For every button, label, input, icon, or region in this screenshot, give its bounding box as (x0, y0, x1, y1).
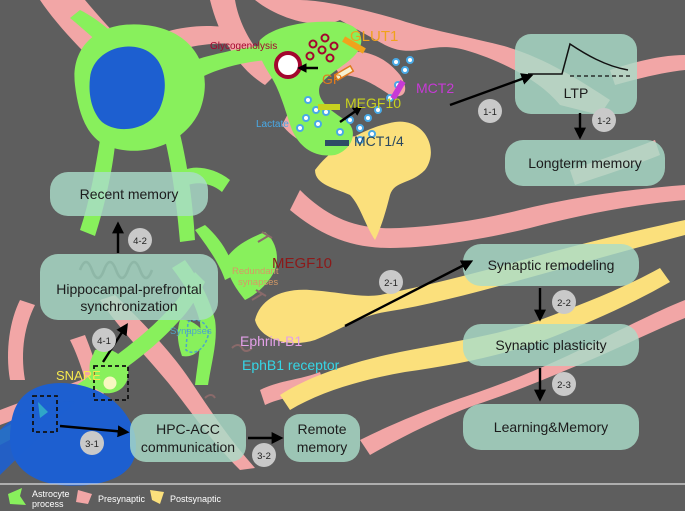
arrow-synapse-to-remodeling (344, 260, 474, 328)
box-longterm-memory: Longterm memory (505, 140, 665, 186)
arrow-presyn-to-hpc-acc (59, 424, 130, 438)
megf10-top-label: MEGF10 (345, 95, 401, 111)
recent-memory-label: Recent memory (80, 186, 179, 202)
step-2-2: 2-2 (552, 290, 576, 314)
remote-memory-label-1: Remote (297, 421, 346, 437)
box-synaptic-plasticity: Synaptic plasticity (463, 324, 639, 366)
snare-vesicle (100, 373, 120, 393)
ephb1-receptor-label: EphB1 receptor (242, 357, 340, 373)
legend-presynaptic-swatch (76, 490, 92, 504)
gp-label: GP (322, 71, 342, 87)
box-hpc-sync: Hippocampal-prefrontal synchronization (40, 254, 218, 320)
ltp-label: LTP (564, 85, 589, 101)
svg-text:2-1: 2-1 (384, 278, 398, 289)
legend-astrocyte-swatch (8, 488, 26, 505)
glut1-label: GLUT1 (350, 28, 398, 45)
step-3-1: 3-1 (80, 431, 104, 455)
step-2-3: 2-3 (552, 372, 576, 396)
redundant-synapses-label-1: Redundant (232, 266, 279, 277)
ltp-trace-icon (528, 42, 629, 75)
step-markers: 1-1 1-2 2-1 2-2 2-3 3-1 3-2 4-1 4-2 (80, 99, 616, 467)
box-recent-memory: Recent memory (50, 172, 208, 216)
transporters (318, 36, 406, 146)
presynaptic-dashed-box (32, 395, 58, 433)
synapses-label: Synapses (170, 326, 212, 337)
step-2-1: 2-1 (379, 270, 403, 294)
receptor-markers (204, 231, 273, 399)
lactate-label: Lactate (256, 119, 289, 130)
svg-text:3-2: 3-2 (257, 451, 271, 462)
step-1-1: 1-1 (478, 99, 502, 123)
synaptic-remodeling-label: Synaptic remodeling (488, 257, 615, 273)
astrocyte-nucleus (89, 46, 165, 130)
legend-astrocyte-label-2: process (32, 499, 64, 509)
lactate-export-arrow (339, 106, 363, 123)
hpc-sync-label-1: Hippocampal-prefrontal (56, 281, 202, 297)
megf10-transporter (318, 104, 340, 110)
gp-enzyme (333, 64, 355, 82)
legend-postsynaptic-swatch (150, 490, 164, 504)
box-synaptic-remodeling: Synaptic remodeling (463, 244, 639, 286)
hpc-sync-label-2: synchronization (80, 298, 177, 314)
glucose-circles (305, 33, 339, 63)
step-1-2: 1-2 (592, 108, 616, 132)
step-3-2: 3-2 (252, 443, 276, 467)
step-4-1: 4-1 (92, 328, 116, 352)
step-4-2: 4-2 (128, 228, 152, 252)
glycogenolysis-label: Glycogenolysis (210, 41, 277, 52)
glycogen-vesicle (274, 51, 302, 79)
legend-presynaptic-label: Presynaptic (98, 494, 146, 504)
learning-memory-label: Learning&Memory (494, 419, 608, 435)
svg-text:4-2: 4-2 (133, 236, 147, 247)
svg-text:3-1: 3-1 (85, 439, 99, 450)
box-remote-memory: Remote memory (284, 414, 360, 462)
mct14-transporter (325, 140, 349, 146)
ephrin-b1-label: Ephrin-B1 (240, 333, 302, 349)
redundant-synapses-label-2: synapses (238, 277, 278, 288)
flow-arrows (59, 73, 586, 444)
svg-text:1-1: 1-1 (483, 107, 497, 118)
arrow-mct-to-ltp (449, 73, 534, 107)
mct2-transporter (390, 79, 406, 101)
box-hpc-acc: HPC-ACC communication (130, 414, 246, 462)
glut1-transporter (342, 36, 366, 54)
lactate-circles (296, 56, 414, 144)
legend-astrocyte-label-1: Astrocyte (32, 489, 70, 499)
snare-label: SNARE (56, 368, 101, 383)
molecular-labels: Glycogenolysis GLUT1 GP MCT2 MEGF10 Lact… (56, 28, 454, 383)
mct14-label: MCT1/4 (354, 133, 404, 149)
synaptic-plasticity-label: Synaptic plasticity (495, 337, 606, 353)
remote-memory-label-2: memory (297, 439, 348, 455)
snare-dashed-box (93, 365, 129, 401)
mct2-label: MCT2 (416, 80, 454, 96)
svg-text:2-3: 2-3 (557, 380, 571, 391)
svg-text:2-2: 2-2 (557, 298, 571, 309)
synapse-outline (185, 319, 209, 354)
megf10-mid-label: MEGF10 (272, 255, 332, 272)
box-ltp: LTP (515, 34, 637, 114)
legend-postsynaptic-label: Postsynaptic (170, 494, 222, 504)
svg-text:4-1: 4-1 (97, 336, 111, 347)
legend: Astrocyte process Presynaptic Postsynapt… (0, 483, 685, 509)
longterm-memory-label: Longterm memory (528, 155, 642, 171)
svg-text:1-2: 1-2 (597, 116, 611, 127)
hpc-acc-label-1: HPC-ACC (156, 421, 220, 437)
hpc-acc-label-2: communication (141, 439, 235, 455)
box-learning-memory: Learning&Memory (463, 404, 639, 450)
